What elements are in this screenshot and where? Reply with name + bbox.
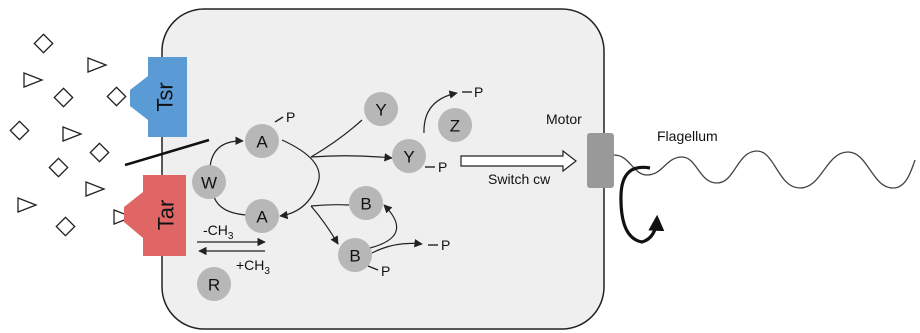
arrow-w-to-a-top [209,136,244,168]
arrow-b-to-p [371,238,423,254]
y-mid-p-label: P [438,159,447,175]
svg-text:Y: Y [403,148,414,167]
methyl-minus-label: -CH3 [203,222,234,242]
ligand-triangle [87,57,108,73]
motor-label: Motor [546,111,582,127]
receptor-divider-line [124,138,210,167]
svg-text:A: A [256,133,268,152]
y-top-p-label: P [474,84,483,100]
arrow-a-to-b-bottom [310,205,339,245]
arrow-a-to-y-top [310,119,363,158]
flagellum-label: Flagellum [657,128,718,144]
ligand-molecules [9,33,134,237]
arrow-b-bottom-to-b-top [369,204,398,249]
node-y-top: Y [364,92,398,126]
switch-cw-label: Switch cw [488,171,551,187]
ligand-triangle [17,197,38,213]
svg-text:B: B [360,195,371,214]
svg-text:R: R [208,276,220,295]
ligand-diamond [33,33,54,54]
a-top-p-label: P [286,109,295,125]
ligand-diamond [89,142,110,163]
ligand-diamond [55,216,76,237]
arrow-a-cycle [279,139,320,220]
rotation-arrow [619,165,665,244]
arrow-y-to-p [423,90,458,134]
ligand-diamond [53,87,74,108]
svg-text:B: B [349,247,360,266]
node-b-bottom: B [338,238,372,272]
ligand-triangle [85,181,106,197]
b-right-p-label: P [441,237,450,253]
svg-text:A: A [256,208,268,227]
a-top-p-dash [274,116,284,123]
node-z: Z [438,108,472,142]
tsr-receptor-shape [130,57,187,137]
line-w-to-a-bottom [213,196,247,216]
svg-text:Z: Z [450,117,460,136]
svg-text:Y: Y [375,101,386,120]
ligand-diamond [106,86,127,107]
ligand-diamond [9,120,30,141]
svg-text:W: W [201,174,217,193]
node-a-top: A [245,124,279,158]
tsr-receptor: Tsr [130,57,187,137]
b-bottom-p-label: P [381,263,390,279]
ligand-triangle [23,72,44,88]
flagellum [613,150,916,189]
tar-receptor-shape [124,175,186,256]
b-bottom-p-dash-2 [367,265,379,271]
node-a-bottom: A [245,199,279,233]
node-r: R [197,267,231,301]
tar-label: Tar [154,200,179,231]
methyl-plus-label: +CH3 [236,257,270,277]
node-y-mid: Y [392,139,426,173]
ligand-diamond [48,157,69,178]
tar-receptor: Tar [124,175,186,256]
node-w: W [192,165,226,199]
arrow-a-to-y-mid [310,153,393,162]
motor [587,133,614,188]
node-b-top: B [349,186,383,220]
ligand-triangle [113,209,134,225]
tsr-label: Tsr [153,82,178,111]
switch-cw-arrow [460,149,577,173]
ligand-triangle [62,126,83,142]
line-a-to-b-top [310,204,350,207]
